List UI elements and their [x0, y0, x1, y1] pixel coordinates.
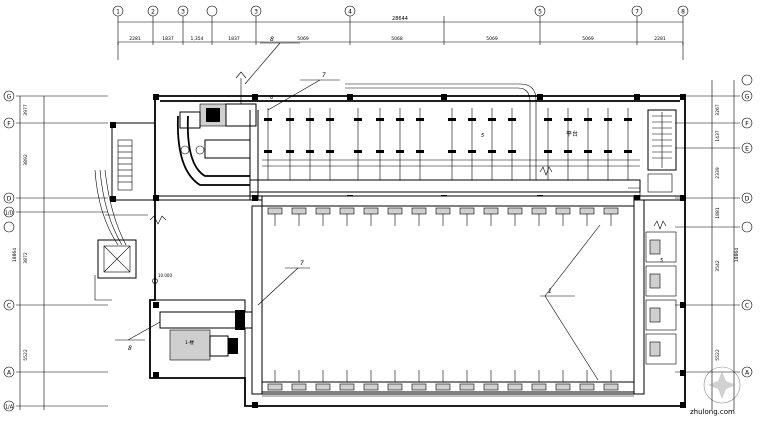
- dimension-label: 2281: [129, 36, 141, 42]
- left-axis-label: F: [7, 121, 11, 128]
- west-duct-and-fan-room: 1-楼: [159, 205, 263, 395]
- elevation-label: 10.000: [158, 273, 172, 278]
- top-axis-label: 1: [116, 9, 120, 16]
- total-dimension: 28644: [392, 16, 408, 22]
- dimension-label: 3872: [23, 252, 29, 264]
- dimension-label: 5068: [391, 36, 403, 42]
- right-axis-label: A: [745, 370, 750, 377]
- right-stair: [647, 109, 677, 193]
- dimension-label: 3542: [715, 260, 721, 272]
- air-outlets-north-row: [267, 207, 619, 226]
- right-axis-label: E: [745, 146, 749, 153]
- top-dimension-system: 1 2 3 3 4 5 7 8 28644 2281 1837 1,354 18…: [112, 5, 689, 60]
- dimension-label: 5522: [23, 349, 29, 361]
- right-axis-label: D: [745, 196, 750, 203]
- callout-label: 7: [322, 72, 326, 79]
- top-axis-label: 8: [681, 9, 685, 16]
- dimension-label: 3892: [23, 154, 29, 166]
- right-axis-label: F: [745, 121, 749, 128]
- left-axis-label: D: [7, 196, 12, 203]
- watermark-text: zhulong.com: [690, 408, 735, 416]
- top-axis-bubbles: [112, 5, 689, 17]
- callout-label: 1: [548, 288, 552, 295]
- east-duct-and-units: [628, 187, 677, 395]
- dimension-label: 3977: [23, 104, 29, 116]
- top-axis-label: 7: [635, 9, 639, 16]
- dimension-label: 1,354: [191, 36, 204, 42]
- left-stair-wing: 10.000: [94, 122, 172, 301]
- building-walls: [110, 94, 686, 408]
- top-axis-label: 5: [538, 9, 542, 16]
- dimension-label: 2339: [715, 167, 721, 179]
- air-handling-unit: [176, 71, 257, 186]
- dimension-label: 2281: [654, 36, 666, 42]
- left-axis-label: G: [7, 94, 12, 101]
- callout-label: 8: [128, 345, 132, 352]
- dimension-label: 5069: [297, 36, 309, 42]
- right-axis-label: G: [745, 94, 750, 101]
- dimension-label: 18864: [12, 248, 18, 262]
- fan-coil-units-north: [262, 108, 640, 180]
- callouts: 8 7 6 5 7 8 1 5 平台: [115, 36, 663, 381]
- dimension-label: 1437: [715, 130, 721, 142]
- dimension-label: 1837: [228, 36, 240, 42]
- top-axis-label: 2: [151, 9, 155, 16]
- left-axis-label: A: [7, 370, 12, 377]
- main-supply-duct-north: [249, 83, 641, 207]
- top-axis-label: 4: [348, 9, 352, 16]
- right-axis-system: G F E D C A 3267 1437 2339 1881 3542 188…: [675, 74, 753, 410]
- callout-label: 8: [270, 36, 274, 43]
- top-axis-label: 3: [181, 9, 185, 16]
- left-axis-label: 1/A: [5, 405, 14, 411]
- callout-label: 5: [660, 258, 663, 264]
- dimension-label: 1881: [715, 207, 721, 219]
- dimension-label: 5069: [486, 36, 498, 42]
- top-axis-label: 3: [254, 9, 258, 16]
- air-outlets-south-row: [261, 370, 635, 397]
- dimension-label: 5522: [715, 349, 721, 361]
- watermark: zhulong.com: [690, 366, 741, 416]
- room-label: 平台: [566, 130, 578, 138]
- left-axis-label: 1/D: [5, 211, 14, 217]
- dimension-label: 5069: [582, 36, 594, 42]
- dimension-label: 18864: [734, 248, 740, 262]
- dimension-label: 1837: [162, 36, 174, 42]
- dimension-label: 3267: [715, 104, 721, 116]
- left-axis-system: G F D 1/D C A 1/A 3977 3892 3872 18864 5…: [3, 90, 108, 412]
- callout-label: 7: [300, 260, 304, 267]
- callout-label: 5: [481, 133, 484, 139]
- room-label: 1-楼: [185, 339, 194, 346]
- left-axis-label: C: [7, 303, 11, 310]
- right-axis-label: C: [745, 303, 749, 310]
- callout-label: 6: [270, 95, 273, 101]
